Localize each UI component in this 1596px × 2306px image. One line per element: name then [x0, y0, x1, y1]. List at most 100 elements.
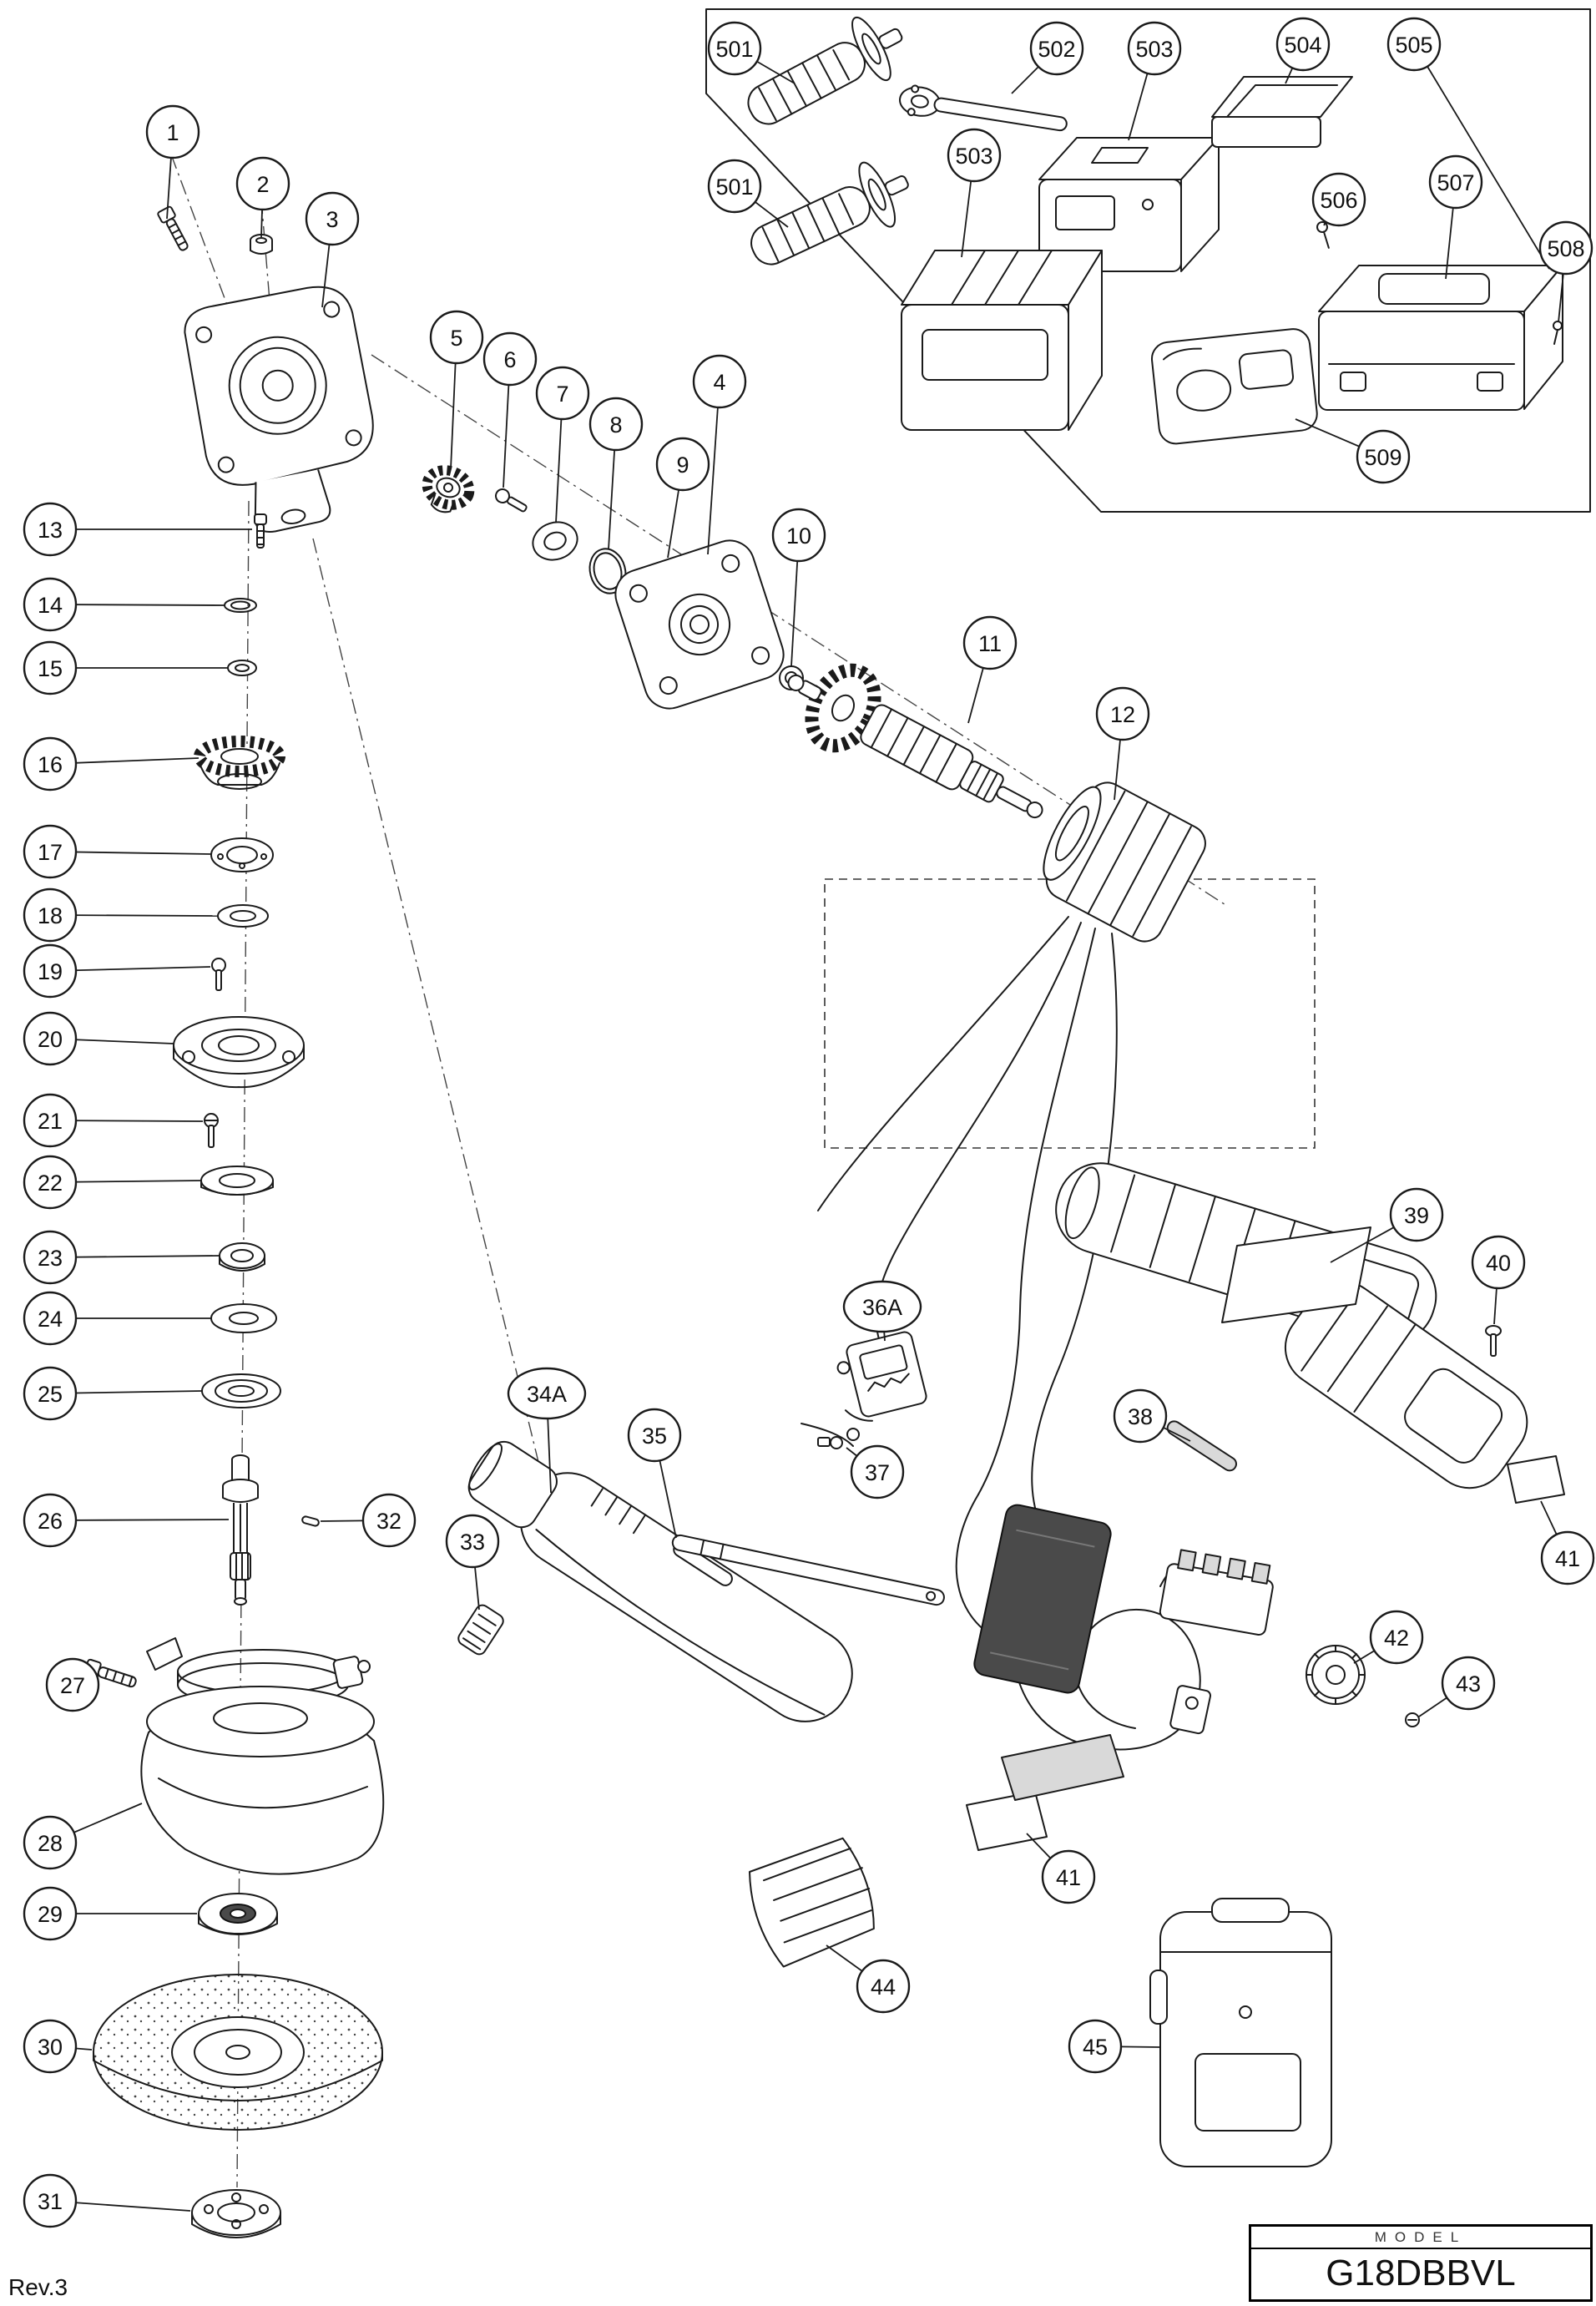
callout-number: 45 — [1083, 2035, 1108, 2060]
callout-number: 39 — [1404, 1203, 1429, 1228]
callout-balloon — [23, 1093, 78, 1148]
lock-lever — [671, 1534, 945, 1606]
leader-line — [49, 604, 225, 606]
retaining-ring — [224, 598, 257, 613]
leader-line — [1413, 43, 1550, 270]
spindle-screw — [254, 513, 267, 549]
callout-balloon — [23, 1493, 78, 1548]
callout-number: 14 — [38, 593, 63, 618]
bevel-gear — [422, 465, 475, 513]
callout-number: 33 — [460, 1530, 485, 1555]
callout-balloon — [23, 943, 78, 999]
callout-number: 13 — [38, 518, 63, 543]
caution-label-a — [1507, 1455, 1565, 1504]
armature — [787, 663, 1043, 819]
callout-balloon — [23, 1230, 78, 1285]
housing-screw — [1485, 1325, 1502, 1357]
model-number: G18DBBVL — [1326, 2253, 1516, 2293]
parallel-pin — [301, 1515, 320, 1527]
callout-balloon — [23, 888, 78, 943]
callout-number: 7 — [556, 382, 568, 407]
callout-balloon — [771, 508, 826, 563]
switch-contact — [1169, 1685, 1212, 1735]
machine-screw-19 — [211, 958, 226, 991]
callout-balloon — [23, 1886, 78, 1941]
lock-nut — [191, 2189, 281, 2238]
dial — [1306, 1645, 1366, 1705]
model-box-label: MODEL — [1251, 2227, 1590, 2249]
callout-number: 41 — [1555, 1546, 1580, 1571]
callout-balloon — [1095, 686, 1150, 741]
callout-number: 10 — [786, 523, 811, 549]
callout-number: 18 — [38, 903, 63, 928]
name-plate — [1221, 1226, 1371, 1323]
wheel-guard — [140, 1686, 385, 1875]
callout-number: 42 — [1384, 1626, 1409, 1651]
case-pin — [1553, 321, 1563, 345]
callout-balloon — [482, 331, 538, 387]
callout-balloon — [361, 1493, 417, 1548]
accessories-box-border — [705, 8, 1591, 513]
callout-number: 3 — [326, 207, 338, 232]
callout-number: 32 — [376, 1509, 402, 1534]
callout-number: 16 — [38, 752, 63, 777]
callout-number: 31 — [38, 2189, 63, 2214]
callout-number: 40 — [1486, 1251, 1511, 1276]
harness-reference-box — [824, 878, 1316, 1149]
cover-screw-21 — [204, 1113, 219, 1148]
gear-screw — [495, 488, 528, 513]
callout-number: 9 — [676, 453, 689, 478]
callout-balloon — [947, 128, 1002, 183]
callout-number: 508 — [1547, 236, 1584, 261]
callout-number: 15 — [38, 656, 63, 681]
callout-balloon — [1068, 2019, 1123, 2074]
callout-balloon — [23, 640, 78, 695]
gear-cover — [184, 286, 374, 533]
callout-number: 27 — [60, 1673, 85, 1698]
callout-number: 38 — [1128, 1404, 1153, 1429]
callout-balloon — [962, 615, 1018, 670]
bearing-washer — [532, 521, 578, 561]
charger — [1038, 137, 1220, 272]
callout-balloon — [23, 1815, 78, 1870]
callout-balloon — [535, 366, 590, 421]
callout-balloon — [842, 1280, 922, 1333]
bearing-cover — [173, 1016, 305, 1089]
callout-number: 22 — [38, 1171, 63, 1196]
callout-number: 21 — [38, 1109, 63, 1134]
callout-balloon — [1127, 21, 1182, 76]
crown-gear — [194, 736, 285, 790]
case-tray — [1150, 328, 1318, 445]
callout-balloon — [850, 1444, 905, 1499]
callout-balloon — [1471, 1235, 1526, 1290]
callout-balloon — [45, 1657, 100, 1712]
terminal-block — [1159, 1549, 1274, 1636]
callout-number: 26 — [38, 1509, 63, 1534]
callout-balloon — [1113, 1388, 1168, 1444]
callout-number: 6 — [503, 347, 516, 372]
side-handle-2 — [750, 161, 909, 265]
callout-balloon — [1041, 1849, 1096, 1904]
callout-number: 17 — [38, 840, 63, 865]
callout-balloon — [445, 1514, 500, 1569]
callout-number: 503 — [1135, 37, 1173, 62]
leader-line — [49, 1255, 220, 1258]
callout-balloon — [692, 354, 747, 409]
callout-balloon — [1389, 1187, 1444, 1242]
washer-set-25 — [201, 1373, 281, 1408]
sanding-disc — [93, 1974, 383, 2131]
callout-number: 34A — [527, 1382, 567, 1407]
side-handle-1 — [747, 16, 903, 125]
switch-assembly — [836, 1331, 927, 1422]
callout-number: 44 — [871, 1975, 896, 2000]
callout-balloon — [1275, 17, 1331, 72]
slide-knob — [457, 1604, 504, 1656]
leader-line — [49, 914, 219, 917]
callout-number: 4 — [713, 370, 725, 395]
callout-balloon — [145, 104, 200, 159]
callout-balloon — [1428, 154, 1483, 210]
callout-number: 509 — [1364, 445, 1402, 470]
revision-text: Rev.3 — [8, 2274, 68, 2300]
callout-balloon — [235, 156, 290, 211]
